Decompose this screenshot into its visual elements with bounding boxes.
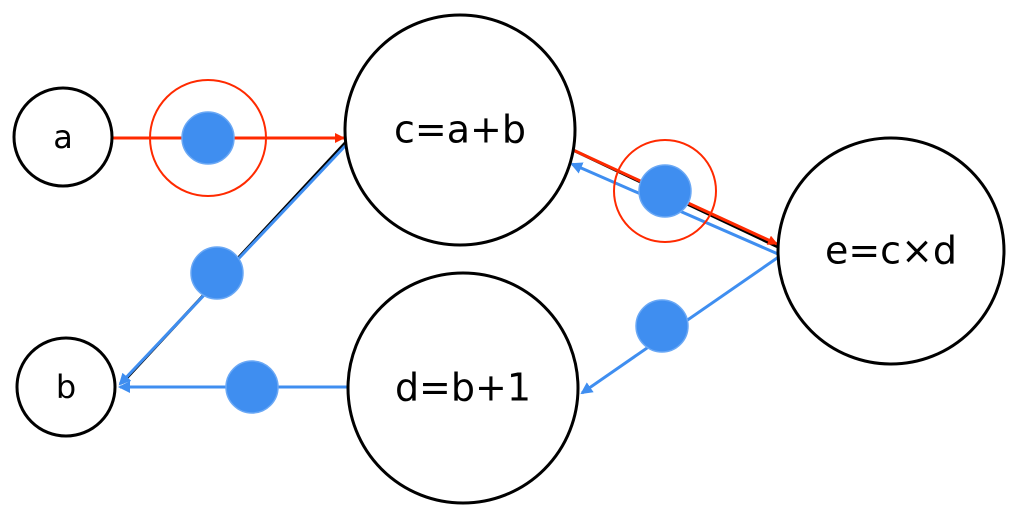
edge-a-to-c [112, 79, 345, 197]
edge-e-to-d [580, 254, 781, 395]
node-d: d=b+1 [346, 271, 580, 505]
edge-c-e-gradient-dot [638, 164, 692, 218]
edge-a-c-highlight-ring [149, 79, 267, 197]
node-c-label: c=a+b [394, 108, 526, 152]
edge-b-d-gradient-dot [225, 360, 279, 414]
node-e-label: e=c×d [825, 229, 957, 273]
edge-b-c-gradient-dot [190, 246, 244, 300]
node-c-circle [343, 13, 577, 247]
edge-c-e-highlight-ring [613, 139, 717, 243]
edge-d-e-gradient-dot [635, 299, 689, 353]
edge-c-to-e [570, 139, 779, 256]
edge-c-to-b [118, 140, 348, 386]
edge-d-to-b [118, 360, 347, 414]
node-c: c=a+b [343, 13, 577, 247]
node-a-circle [12, 86, 114, 188]
node-a: a [12, 86, 114, 188]
node-b-circle [15, 336, 117, 438]
edge-a-c-gradient-dot [181, 111, 235, 165]
node-d-circle [346, 271, 580, 505]
node-b-label: b [56, 368, 76, 406]
node-e-circle [776, 136, 1006, 366]
node-e: e=c×d [776, 136, 1006, 366]
node-b: b [15, 336, 117, 438]
node-d-label: d=b+1 [395, 366, 531, 410]
node-a-label: a [53, 118, 73, 156]
